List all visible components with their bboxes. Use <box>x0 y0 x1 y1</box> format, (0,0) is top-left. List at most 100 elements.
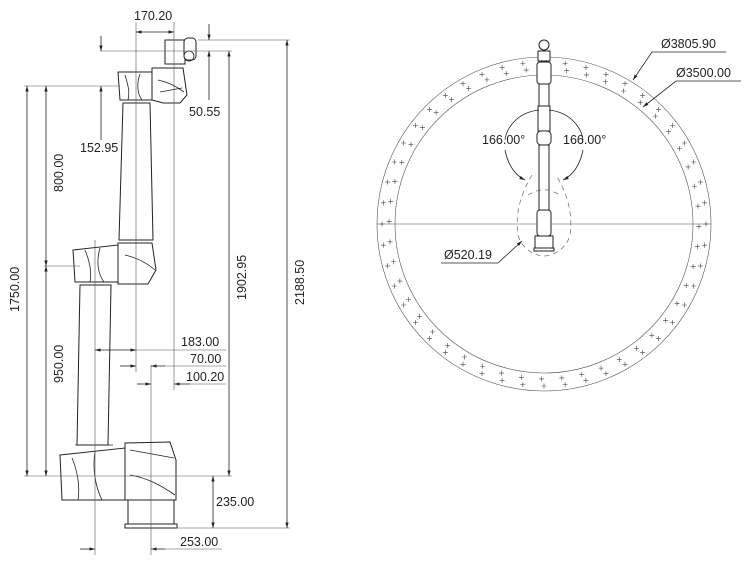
workspace-marker <box>683 283 689 289</box>
workspace-marker <box>697 179 703 185</box>
workspace-marker <box>499 370 505 376</box>
workspace-marker <box>691 159 697 165</box>
workspace-marker <box>622 81 628 87</box>
workspace-marker <box>479 363 485 369</box>
workspace-marker <box>681 302 687 308</box>
workspace-marker <box>460 361 466 367</box>
workspace-marker <box>702 242 708 248</box>
side-view: 170.20 50.55 152.95 800.00 950.00 1750.0… <box>8 9 307 555</box>
workspace-marker <box>603 79 609 85</box>
workspace-marker <box>559 375 565 381</box>
workspace-marker <box>391 283 397 289</box>
workspace-marker <box>539 376 545 382</box>
dim-wrist-height: 152.95 <box>80 141 118 155</box>
workspace-marker <box>442 350 448 356</box>
workspace-marker <box>670 320 676 326</box>
workspace-marker <box>499 65 505 71</box>
workspace-marker <box>479 371 485 377</box>
workspace-marker <box>391 259 397 265</box>
workspace-marker <box>633 345 639 351</box>
rotation-arc-left <box>504 109 540 141</box>
rotation-arc-right <box>548 109 584 141</box>
rotation-arrow-left <box>504 149 526 181</box>
dim-wrist-offset: 50.55 <box>189 105 220 119</box>
inner-zone-outline <box>516 174 572 257</box>
dim-upper-arm: 800.00 <box>52 154 66 192</box>
dim-shoulder-offset-b: 100.20 <box>186 370 224 384</box>
workspace-marker <box>690 263 696 269</box>
dim-base-offset: 253.00 <box>180 535 218 549</box>
workspace-marker <box>417 313 423 319</box>
workspace-marker <box>674 301 680 307</box>
robot-side-silhouette <box>59 37 197 529</box>
dim-outer-diameter: Ø3805.90 <box>661 37 716 51</box>
workspace-marker <box>449 97 455 103</box>
workspace-marker <box>412 122 418 128</box>
workspace-marker <box>391 159 397 165</box>
workspace-marker <box>408 141 414 147</box>
workspace-marker <box>426 106 432 112</box>
top-view: Ø3805.90 Ø3500.00 Ø520.19 166.00° 166.00… <box>376 37 741 392</box>
workspace-marker <box>649 332 655 338</box>
workspace-marker <box>401 140 407 146</box>
workspace-marker <box>399 159 405 165</box>
dim-reach-diameter: Ø3500.00 <box>676 66 731 80</box>
workspace-marker <box>420 125 426 131</box>
dim-flange-height: 1902.95 <box>235 255 249 300</box>
workspace-marker <box>616 356 622 362</box>
workspace-marker <box>484 77 490 83</box>
workspace-marker <box>691 183 697 189</box>
workspace-marker <box>564 68 570 74</box>
workspace-marker <box>665 129 671 135</box>
workspace-marker <box>681 140 687 146</box>
workspace-marker <box>401 302 407 308</box>
workspace-marker <box>520 60 526 66</box>
workspace-marker <box>579 371 585 377</box>
workspace-marker <box>694 244 700 250</box>
workspace-marker <box>430 329 436 335</box>
workspace-marker <box>386 219 392 225</box>
workspace-marker <box>583 377 589 383</box>
workspace-marker <box>520 382 526 388</box>
workspace-marker <box>387 239 393 245</box>
workspace-marker <box>503 71 509 77</box>
workspace-marker <box>656 336 662 342</box>
workspace-marker <box>380 200 386 206</box>
workspace-marker <box>442 92 448 98</box>
workspace-marker <box>702 200 708 206</box>
workspace-marker <box>637 100 643 106</box>
dim-inner-diameter: Ø520.19 <box>444 248 492 262</box>
workspace-marker <box>703 221 709 227</box>
rotation-arrow-right <box>562 149 584 181</box>
workspace-marker <box>426 336 432 342</box>
workspace-marker <box>652 113 658 119</box>
workspace-marker <box>685 164 691 170</box>
workspace-marker <box>541 383 547 389</box>
workspace-marker <box>406 296 412 302</box>
workspace-marker <box>445 342 451 348</box>
dim-rotation-left: 166.00° <box>482 133 525 147</box>
workspace-marker <box>640 92 646 98</box>
dim-rotation-right: 166.00° <box>563 133 606 147</box>
workspace-marker <box>662 317 668 323</box>
workspace-marker <box>622 361 628 367</box>
workspace-marker <box>479 71 485 77</box>
workspace-marker <box>562 60 568 66</box>
workspace-marker <box>412 320 418 326</box>
workspace-marker <box>696 223 702 229</box>
workspace-marker <box>603 71 609 77</box>
workspace-marker <box>640 350 646 356</box>
workspace-marker <box>518 374 524 380</box>
workspace-marker <box>499 377 505 383</box>
workspace-marker <box>379 221 385 227</box>
robot-top-silhouette <box>533 39 555 252</box>
dim-base-height: 235.00 <box>216 495 254 509</box>
workspace-marker <box>598 365 604 371</box>
workspace-marker <box>583 65 589 71</box>
workspace-marker <box>380 242 386 248</box>
workspace-marker <box>697 263 703 269</box>
workspace-marker <box>670 122 676 128</box>
workspace-marker <box>461 354 467 360</box>
workspace-marker <box>433 110 439 116</box>
workspace-marker <box>676 146 682 152</box>
